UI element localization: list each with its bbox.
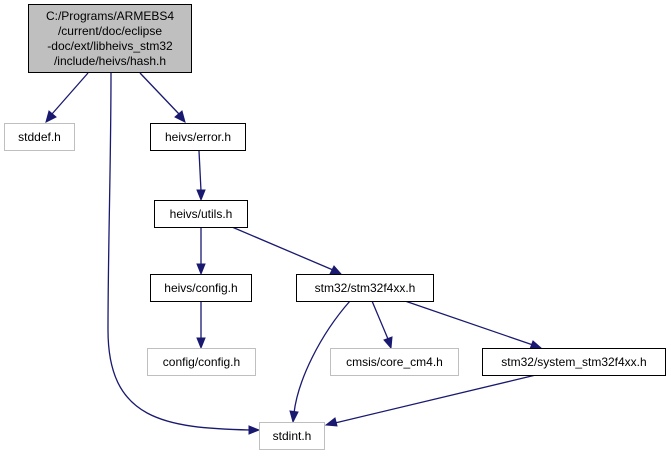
edge-hash-to-stddef-arrowhead (45, 110, 57, 123)
node-heivs-config-h[interactable]: heivs/config.h (150, 274, 252, 302)
node-hash-h-line-2: /current/doc/eclipse (58, 24, 162, 38)
node-hash-h-line-4: /include/heivs/hash.h (54, 54, 166, 68)
edge-hash-to-error (139, 72, 180, 115)
node-stddef-h[interactable]: stddef.h (4, 123, 75, 151)
node-stdint-h-box (259, 422, 325, 450)
node-config-config-h-label: config/config.h (163, 355, 240, 369)
edge-system-to-stdint-arrowhead (324, 417, 338, 427)
edge-stm32f4xx-to-stdint-arrowhead (289, 410, 299, 424)
node-system-stm32f4xx-h-box (482, 348, 666, 376)
node-stddef-h-box (4, 123, 75, 151)
node-config-config-h[interactable]: config/config.h (147, 348, 256, 376)
node-core-cm4-h-box (330, 348, 459, 376)
edge-hash-to-stdint (107, 72, 251, 431)
node-stdint-h[interactable]: stdint.h (259, 422, 325, 450)
node-core-cm4-h-label: cmsis/core_cm4.h (346, 355, 443, 369)
node-stm32f4xx-h-label: stm32/stm32f4xx.h (315, 281, 416, 295)
edges (45, 72, 543, 435)
node-config-config-h-box (147, 348, 256, 376)
node-heivs-utils-h[interactable]: heivs/utils.h (154, 200, 248, 228)
node-hash-h-line-1: C:/Programs/ARMEBS4 (46, 9, 174, 23)
node-hash-h[interactable]: C:/Programs/ARMEBS4 /current/doc/eclipse… (28, 4, 192, 73)
edge-error-to-utils (198, 150, 202, 192)
node-heivs-config-h-label: heivs/config.h (164, 281, 237, 295)
edge-stm32f4xx-to-corecm4-arrowhead (383, 336, 393, 350)
node-stdint-h-label: stdint.h (273, 429, 312, 443)
edge-hash-to-error-arrowhead (174, 110, 186, 123)
edge-system-to-stdint (334, 373, 541, 424)
node-system-stm32f4xx-h[interactable]: stm32/system_stm32f4xx.h (482, 348, 666, 376)
edge-config-to-configconfig-arrowhead (196, 337, 206, 350)
edge-stm32f4xx-to-corecm4 (371, 300, 389, 340)
node-heivs-error-h-label: heivs/error.h (165, 130, 231, 144)
node-heivs-config-h-box (150, 274, 252, 302)
node-stm32f4xx-h-box (296, 274, 434, 302)
edge-stm32f4xx-to-system (404, 300, 534, 346)
node-heivs-error-h-box (150, 123, 246, 151)
node-stm32f4xx-h[interactable]: stm32/stm32f4xx.h (296, 274, 434, 302)
edge-utils-to-stm32f4xx-arrowhead (329, 265, 343, 275)
edge-hash-to-stddef (51, 72, 89, 115)
node-stddef-h-label: stddef.h (18, 130, 61, 144)
edge-stm32f4xx-to-stdint (293, 300, 351, 414)
edge-stm32f4xx-to-system-arrowhead (529, 340, 543, 350)
node-hash-h-box (28, 4, 192, 73)
edge-error-to-utils-arrowhead (196, 189, 206, 202)
edge-hash-to-stdint-arrowhead (248, 425, 261, 435)
node-hash-h-line-3: -doc/ext/libheivs_stm32 (47, 39, 173, 53)
node-heivs-utils-h-label: heivs/utils.h (170, 207, 233, 221)
node-heivs-utils-h-box (154, 200, 248, 228)
node-system-stm32f4xx-h-label: stm32/system_stm32f4xx.h (501, 355, 646, 369)
node-core-cm4-h[interactable]: cmsis/core_cm4.h (330, 348, 459, 376)
edge-utils-to-stm32f4xx (231, 226, 334, 271)
edge-utils-to-config-arrowhead (196, 263, 206, 276)
node-heivs-error-h[interactable]: heivs/error.h (150, 123, 246, 151)
